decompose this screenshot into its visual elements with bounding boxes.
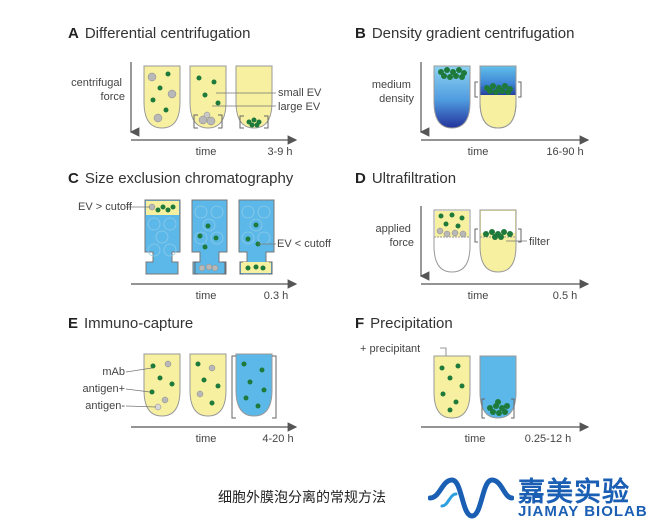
logo-chinese-text: 嘉美实验 [518, 477, 630, 508]
panel-c-duration: 0.3 h [264, 290, 288, 302]
panel-f-tube-1 [433, 355, 471, 419]
panel-b-time-label: time [468, 146, 489, 158]
panel-c-particles [148, 203, 266, 272]
panel-e-antigen-pos-label: antigen+ [82, 383, 125, 395]
panel-d-axis-label: applied force [375, 223, 414, 249]
logo-english-text: JIAMAY BIOLAB [518, 503, 648, 520]
panel-a-small-ev-label: small EV [278, 87, 322, 99]
panel-b-bracket [474, 81, 522, 98]
panel-a-time-label: time [196, 146, 217, 158]
panel-c-column-2 [191, 199, 228, 275]
panel-b-tube-1 [433, 65, 471, 129]
panel-d-filter-label: filter [529, 236, 550, 248]
panel-b-duration: 16-90 h [546, 146, 583, 158]
panel-a-tube-2 [189, 65, 227, 129]
panel-a-axis-label: centrifugal force [71, 77, 125, 103]
panel-a-tube-1 [143, 65, 181, 129]
panel-c-time-label: time [196, 290, 217, 302]
panel-e-mab-label: mAb [102, 366, 125, 378]
panel-c-ev-gt-label: EV > cutoff [78, 201, 133, 213]
panel-e-tube-1 [143, 353, 181, 417]
panel-f-precipitant-label: + precipitant [360, 343, 420, 355]
panel-f-tube-2 [479, 355, 517, 419]
panel-a-tube-3 [235, 65, 273, 129]
figure-caption: 细胞外膜泡分离的常规方法 [218, 490, 386, 506]
panel-e-duration: 4-20 h [262, 433, 293, 445]
panel-f-time-label: time [465, 433, 486, 445]
panel-b-particles [438, 67, 513, 95]
panel-d-duration: 0.5 h [553, 290, 577, 302]
panel-d-time-label: time [468, 290, 489, 302]
panel-e-time-label: time [196, 433, 217, 445]
panel-f-particles [439, 363, 510, 416]
panel-e-antigen-neg-label: antigen- [85, 400, 125, 412]
logo-wave-icon [428, 477, 514, 519]
panel-e-bracket [231, 355, 277, 419]
panel-e-tube-2 [189, 353, 227, 417]
panel-a-bracket-2 [239, 115, 269, 129]
panel-f-bracket [481, 398, 515, 419]
panel-a-bracket-1 [193, 114, 223, 129]
panel-a-particles [147, 71, 262, 128]
panel-a-duration: 3-9 h [267, 146, 292, 158]
panel-c-ev-lt-label: EV < cutoff [277, 238, 332, 250]
panel-b-axis-label: medium density [372, 79, 415, 105]
panel-d-particles [436, 212, 513, 240]
panel-f-duration: 0.25-12 h [525, 433, 571, 445]
panel-c-beads [147, 205, 271, 257]
panel-e-particles [149, 360, 267, 411]
panel-e-tube-3 [235, 353, 273, 417]
panel-a-large-ev-label: large EV [278, 101, 321, 113]
